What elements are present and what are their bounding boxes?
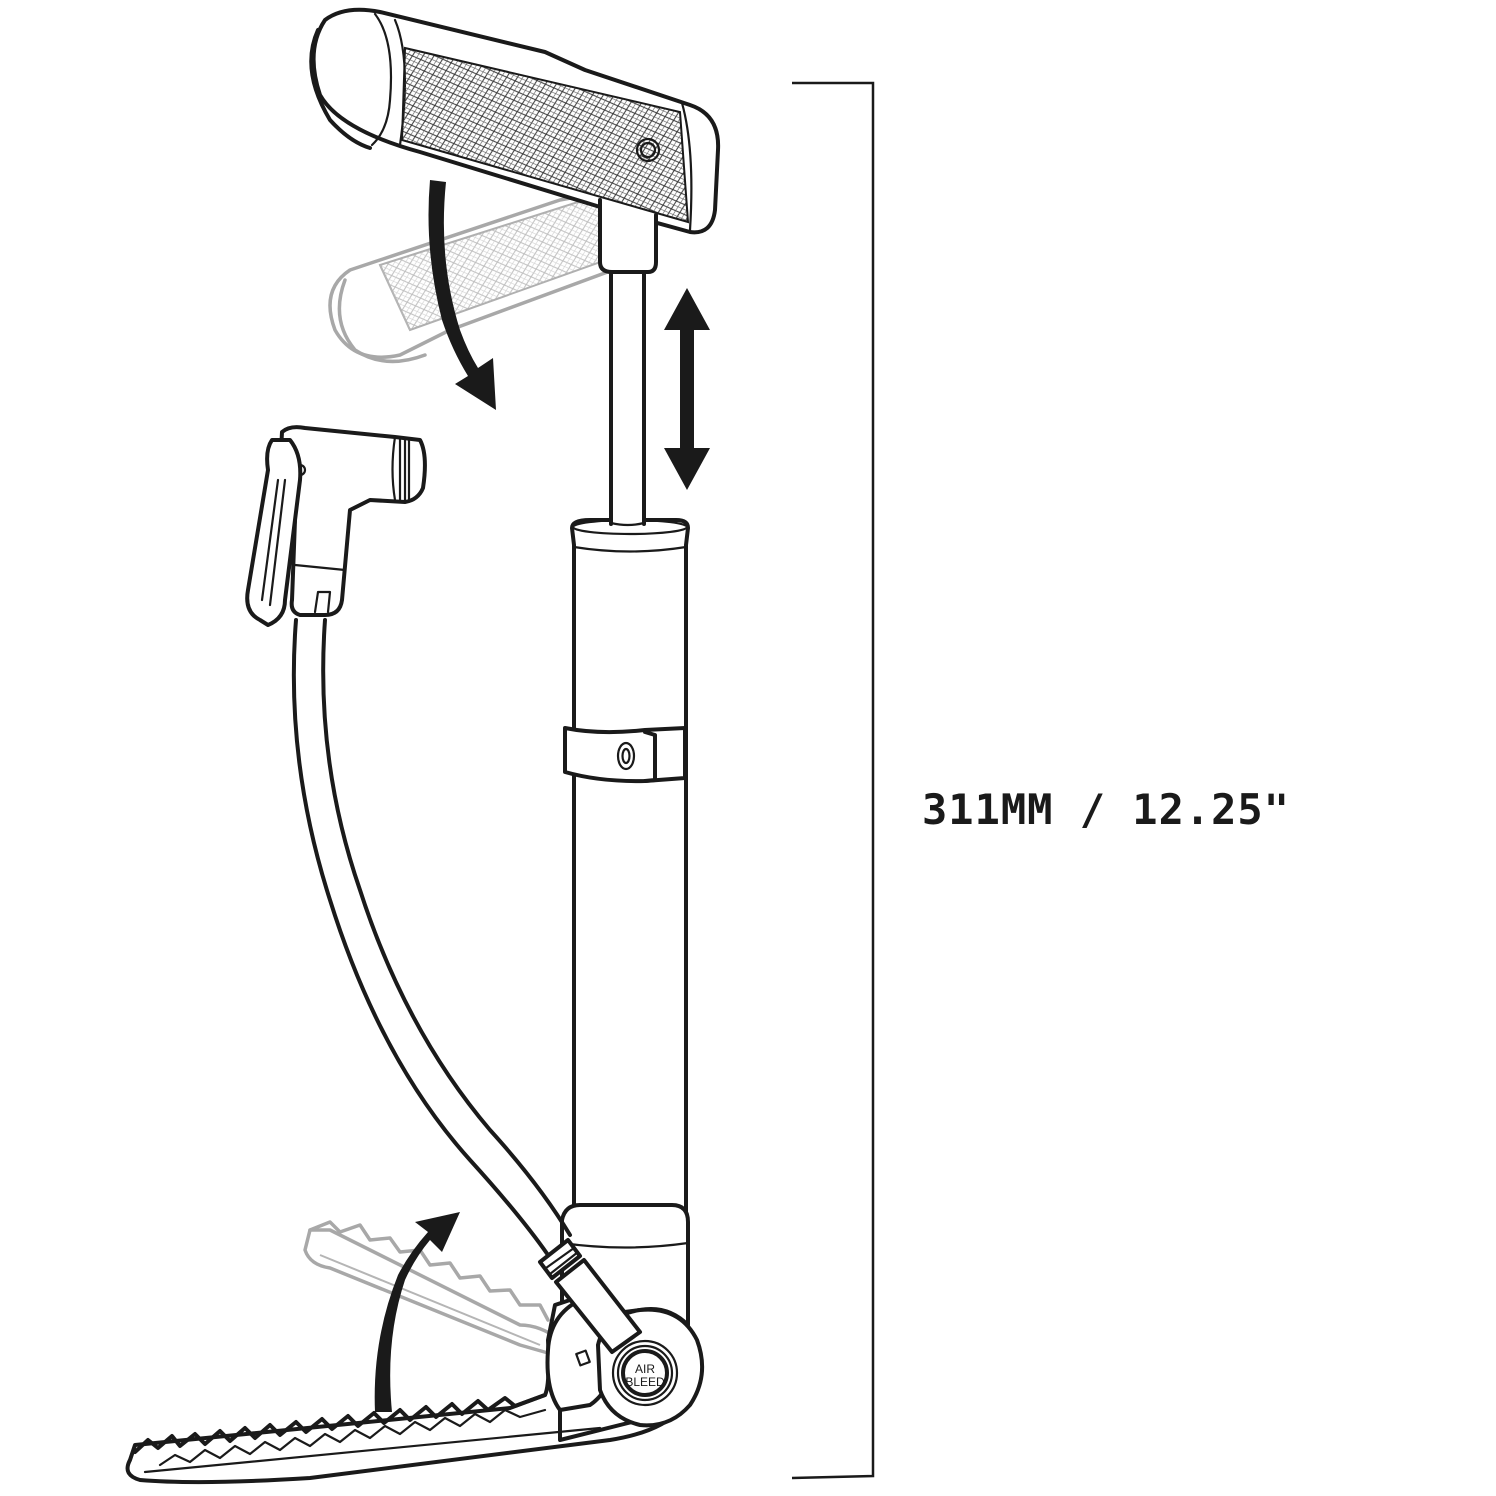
hose	[291, 618, 642, 1354]
valve-head	[245, 425, 427, 627]
dimension-bracket	[791, 81, 875, 1480]
foot-fold-arrow-icon	[374, 1212, 460, 1412]
stroke-double-arrow-icon	[664, 288, 710, 490]
air-bleed-button-label: AIR BLEED	[621, 1363, 669, 1389]
ghost-handle	[328, 183, 642, 364]
air-bleed-line1: AIR	[634, 1362, 655, 1376]
handle-fold-arrow-icon	[428, 180, 496, 410]
height-dimension-label: 311MM / 12.25"	[922, 785, 1291, 834]
piston-rod	[598, 198, 658, 532]
pump-barrel	[570, 504, 690, 1217]
t-handle	[309, 7, 721, 235]
frame-clamp	[563, 726, 687, 784]
air-bleed-line2: BLEED	[625, 1375, 665, 1389]
